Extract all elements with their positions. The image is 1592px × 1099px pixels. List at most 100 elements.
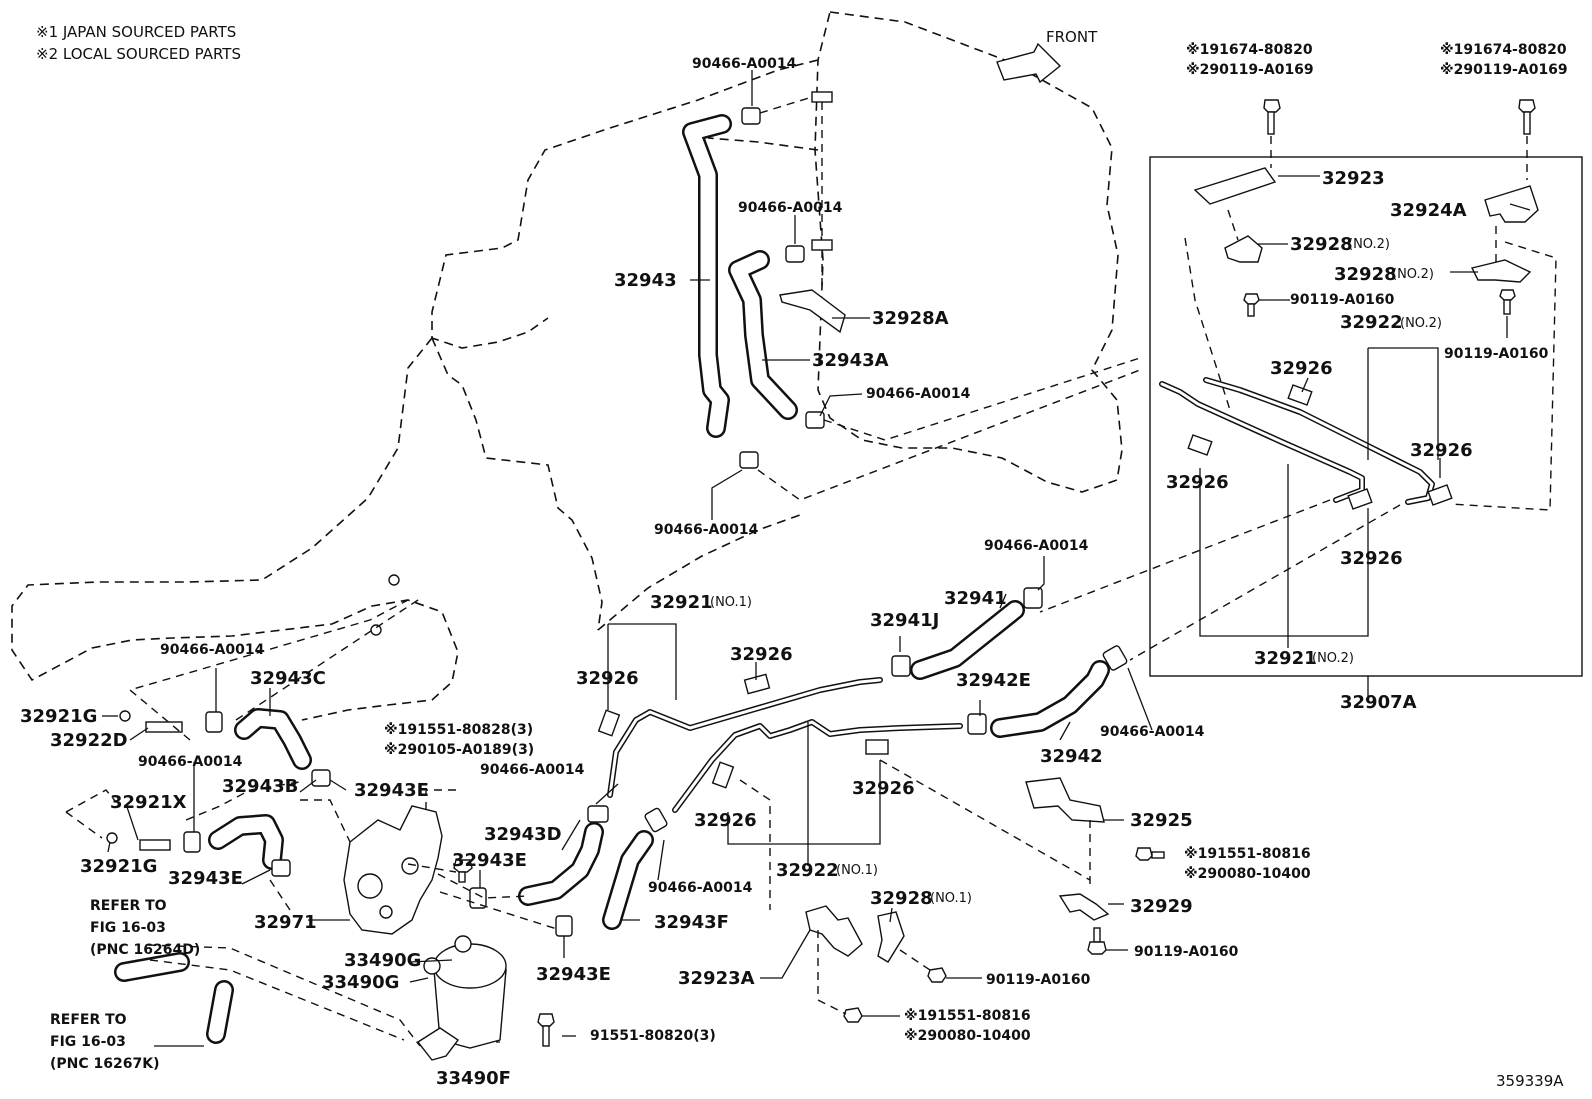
label-bolt-japan: ※191551-80828(3) — [384, 722, 533, 738]
label-90466-a0014: 90466-A0014 — [654, 522, 759, 538]
label-32921: 32921 — [1254, 648, 1317, 669]
left-clamps — [106, 710, 668, 937]
label-bolt-local: ※290080-10400 — [904, 1028, 1031, 1044]
label-32928: 32928 — [870, 888, 933, 909]
label-32926: 32926 — [852, 778, 915, 799]
label-bolt-local: ※290080-10400 — [1184, 866, 1311, 882]
bracket-32929 — [1058, 893, 1128, 955]
label-32943: 32943 — [614, 270, 677, 291]
label-bolt-local: ※290119-A0169 — [1186, 62, 1314, 78]
note-japan-sourced: ※1 JAPAN SOURCED PARTS — [36, 23, 236, 41]
label-refer-fig: FIG 16-03 — [50, 1034, 126, 1050]
label-32921x: 32921X — [110, 792, 187, 813]
label-32943e: 32943E — [536, 964, 611, 985]
label-90466-a0014: 90466-A0014 — [692, 56, 797, 72]
label-suffix-no2: (NO.2) — [1392, 267, 1434, 282]
engine-outline — [431, 11, 1123, 493]
label-90119-a0160: 90119-A0160 — [986, 972, 1091, 988]
middle-leaders — [595, 556, 1153, 910]
label-32943c: 32943C — [250, 668, 326, 689]
label-90119-a0160: 90119-A0160 — [1444, 346, 1549, 362]
figure-id: 359339A — [1496, 1072, 1564, 1090]
hose-32943d — [518, 822, 604, 906]
label-32942: 32942 — [1040, 746, 1103, 767]
label-suffix-no2: (NO.2) — [1312, 651, 1354, 666]
pipe-32922-no1 — [672, 719, 963, 813]
labels: 90466-A0014 90466-A0014 32943 32928A 329… — [20, 42, 1568, 1090]
label-32922d: 32922D — [50, 730, 128, 751]
label-suffix-no1: (NO.1) — [930, 891, 972, 906]
label-suffix-no1: (NO.1) — [836, 863, 878, 878]
pipe-32921-no1 — [607, 677, 883, 798]
label-32928: 32928 — [1290, 234, 1353, 255]
label-refer-fig: FIG 16-03 — [90, 920, 166, 936]
hose-32943b — [208, 814, 284, 870]
label-90466-a0014: 90466-A0014 — [648, 880, 753, 896]
label-32921g: 32921G — [20, 706, 97, 727]
label-32943e: 32943E — [168, 868, 243, 889]
label-suffix-no2: (NO.2) — [1400, 316, 1442, 331]
transmission-outline — [11, 337, 801, 721]
label-32923: 32923 — [1322, 168, 1385, 189]
label-32926: 32926 — [1270, 358, 1333, 379]
label-32928a: 32928A — [872, 308, 949, 329]
label-bolt-japan: ※191674-80820 — [1186, 42, 1313, 58]
label-32925: 32925 — [1130, 810, 1193, 831]
front-label: FRONT — [1046, 28, 1098, 46]
label-32922: 32922 — [1340, 312, 1403, 333]
label-32907a: 32907A — [1340, 692, 1417, 713]
middle-clamps — [597, 587, 1128, 789]
label-32943f: 32943F — [654, 912, 729, 933]
label-bolt-japan: ※191551-80816 — [904, 1008, 1031, 1024]
label-32943d: 32943D — [484, 824, 562, 845]
label-refer-pnc: (PNC 16267K) — [50, 1056, 159, 1072]
label-91551-80820: 91551-80820(3) — [590, 1028, 716, 1044]
label-refer-to: REFER TO — [90, 898, 167, 914]
assembly-32907a-box — [1149, 156, 1583, 677]
label-32923a: 32923A — [678, 968, 755, 989]
front-arrow: FRONT — [996, 28, 1098, 84]
label-33490f: 33490F — [436, 1068, 511, 1089]
clamps-upper — [739, 91, 846, 469]
label-90466-a0014: 90466-A0014 — [480, 762, 585, 778]
label-33490g: 33490G — [344, 950, 421, 971]
box-bolts — [1263, 99, 1536, 180]
label-32926: 32926 — [576, 668, 639, 689]
label-32926: 32926 — [694, 810, 757, 831]
refer-hoses — [114, 952, 234, 1044]
label-32943b: 32943B — [222, 776, 298, 797]
box-leaders — [1199, 175, 1531, 696]
hose-32943 — [682, 114, 732, 438]
label-90119-a0160: 90119-A0160 — [1134, 944, 1239, 960]
label-32926: 32926 — [730, 644, 793, 665]
box-pipes — [1039, 209, 1557, 661]
left-dashes — [65, 599, 561, 1047]
label-90466-a0014: 90466-A0014 — [866, 386, 971, 402]
label-32926: 32926 — [1340, 548, 1403, 569]
label-32924a: 32924A — [1390, 200, 1467, 221]
label-90466-a0014: 90466-A0014 — [160, 642, 265, 658]
upper-leaders — [690, 70, 870, 520]
label-refer-pnc: (PNC 16264D) — [90, 942, 200, 958]
label-33490g: 33490G — [322, 972, 399, 993]
label-32971: 32971 — [254, 912, 317, 933]
label-90466-a0014: 90466-A0014 — [1100, 724, 1205, 740]
label-32921g: 32921G — [80, 856, 157, 877]
hose-32943c — [234, 708, 312, 770]
label-refer-to: REFER TO — [50, 1012, 127, 1028]
label-32921: 32921 — [650, 592, 713, 613]
label-32926: 32926 — [1166, 472, 1229, 493]
bracket-32925 — [1025, 777, 1165, 886]
hose-32942 — [990, 660, 1110, 738]
hose-32941 — [910, 600, 1025, 680]
label-32926: 32926 — [1410, 440, 1473, 461]
label-suffix-no2: (NO.2) — [1348, 237, 1390, 252]
label-bolt-local: ※290119-A0169 — [1440, 62, 1568, 78]
label-bolt-japan: ※191551-80816 — [1184, 846, 1311, 862]
label-32929: 32929 — [1130, 896, 1193, 917]
label-32928: 32928 — [1334, 264, 1397, 285]
hose-32943a — [728, 250, 798, 420]
label-suffix-no1: (NO.1) — [710, 595, 752, 610]
filter-33490f — [416, 935, 555, 1061]
